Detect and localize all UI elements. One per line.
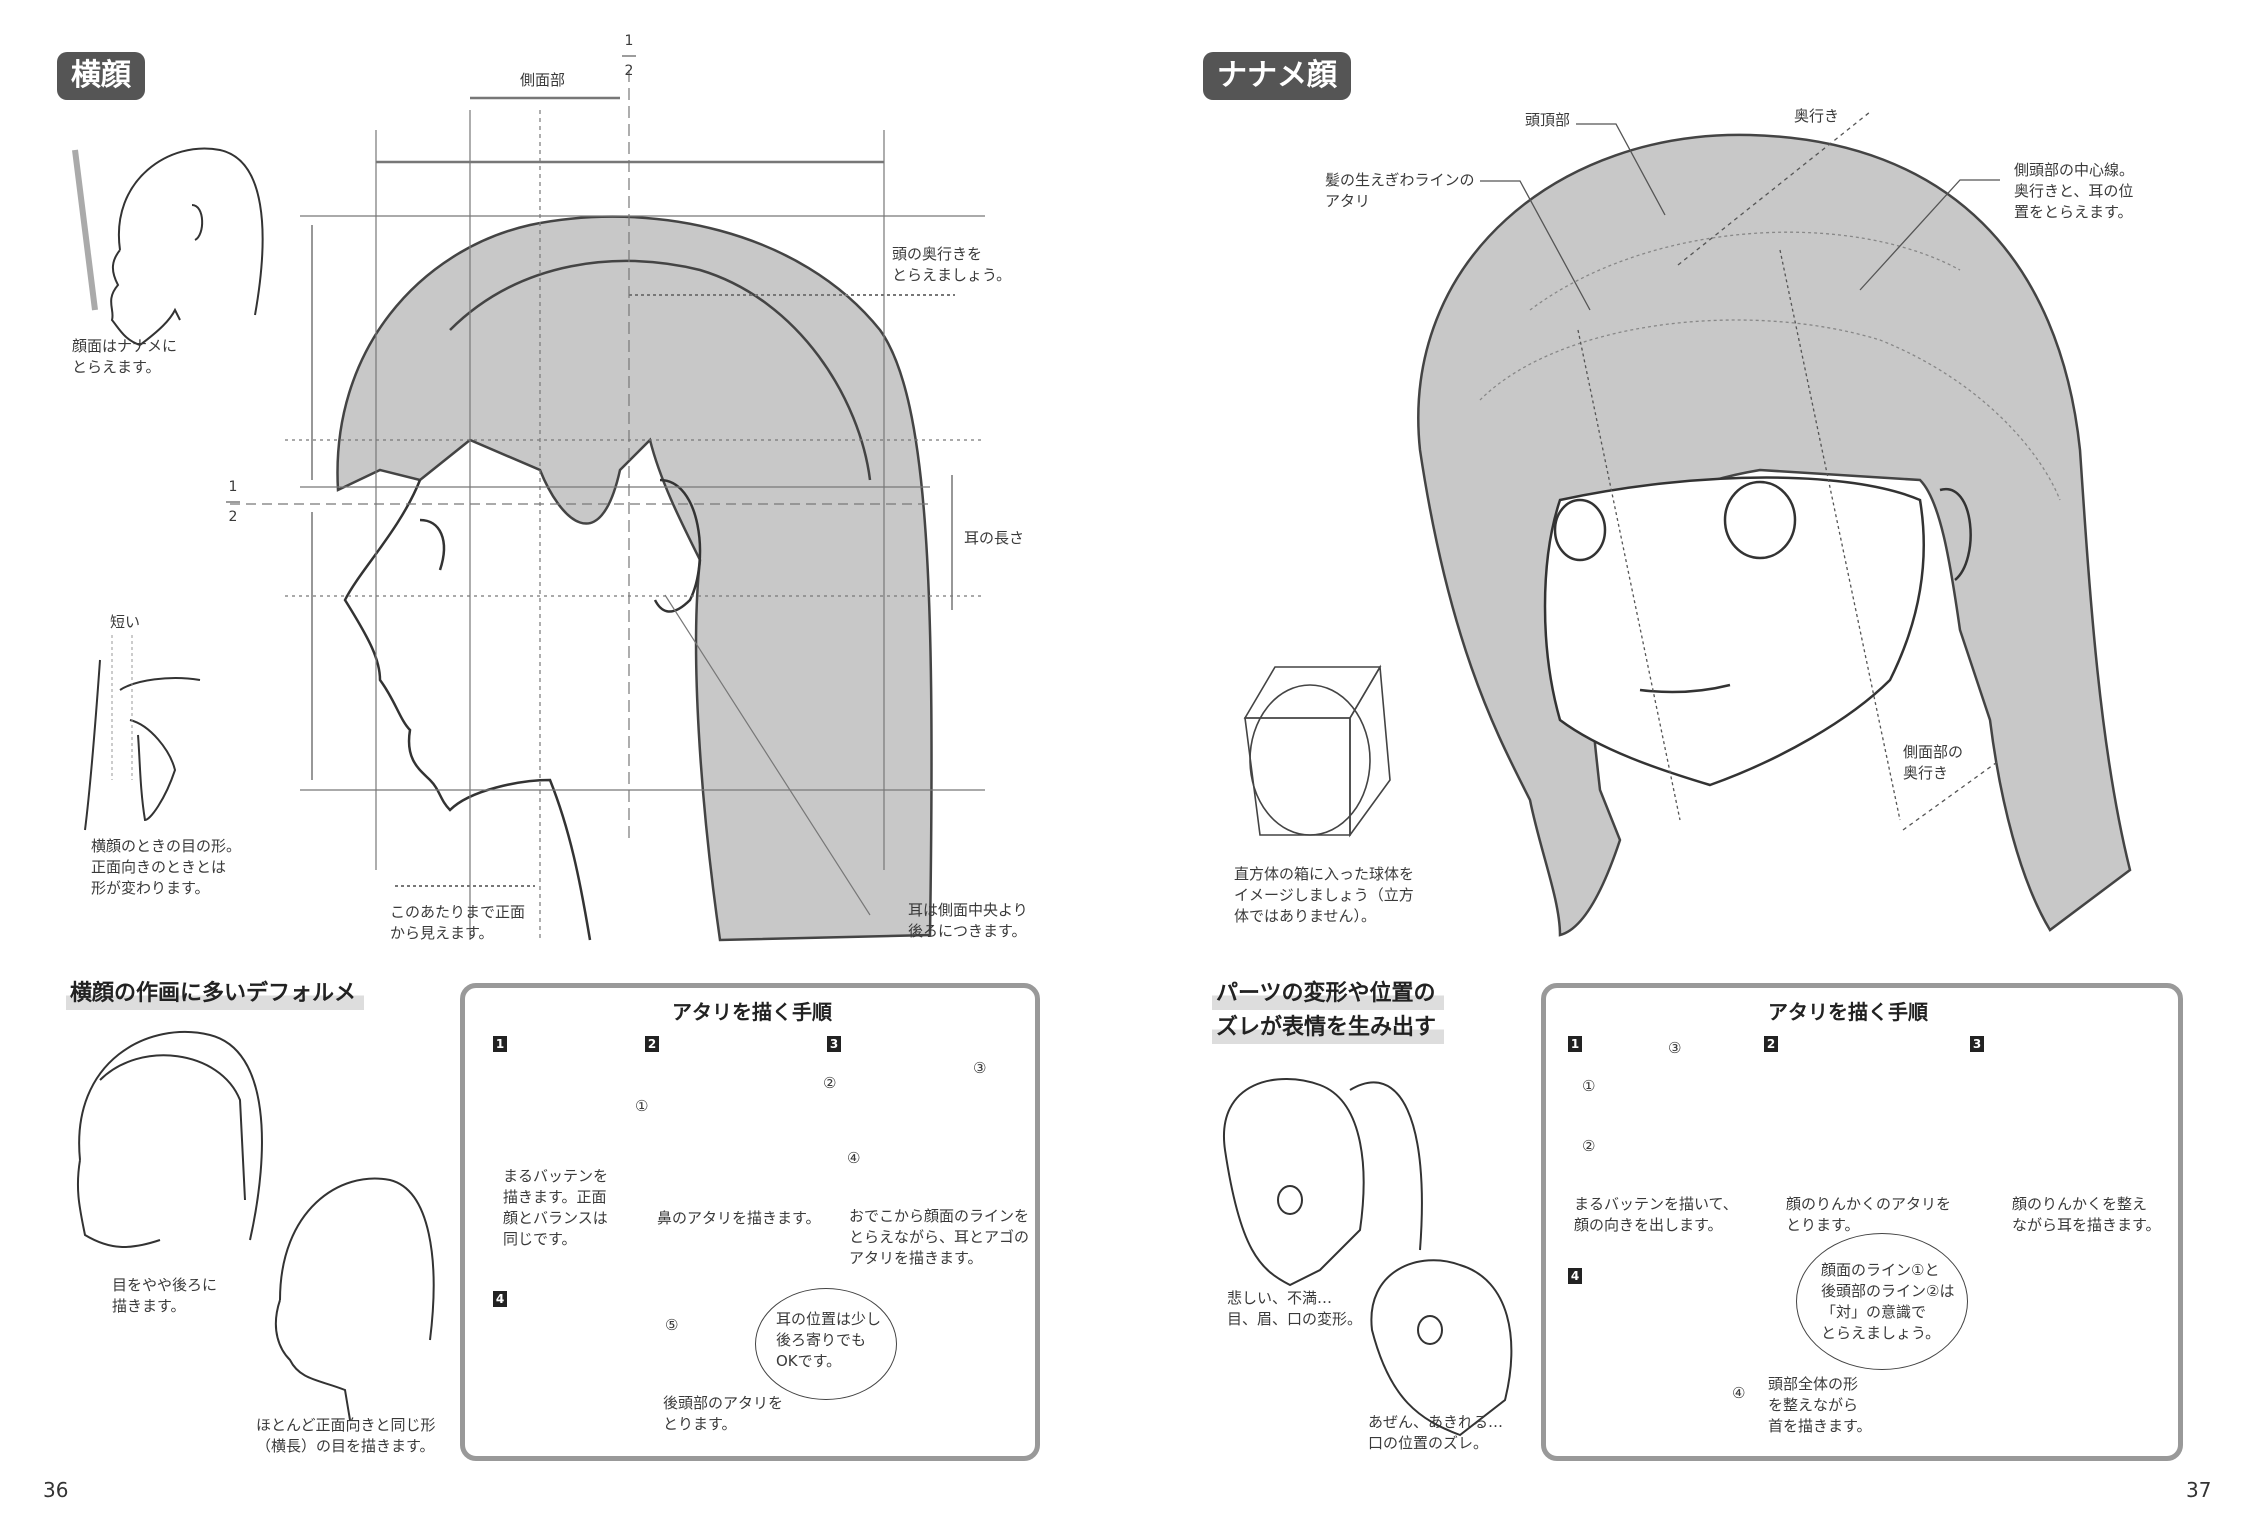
section-title-side-face: 横顔: [57, 52, 145, 100]
step-number: 3: [1970, 1036, 1984, 1052]
label-cube: 直方体の箱に入った球体を イメージしましょう（立方 体ではありません）。: [1234, 865, 1415, 925]
speech-bubble-text: 耳の位置は少し 後ろ寄りでも OKです。: [776, 1310, 882, 1370]
label-face-diagonal: 顔面はナナメに とらえます。: [72, 337, 178, 376]
mark-5: ⑤: [665, 1316, 679, 1334]
step-2-text: 鼻のアタリを描きます。: [657, 1209, 821, 1227]
deform-head-sketches: [76, 1030, 435, 1421]
label-depth: 奥行き: [1794, 107, 1840, 125]
label-half-left: 1 ― 2: [226, 479, 240, 525]
speech-bubble: 耳の位置は少し 後ろ寄りでも OKです。: [755, 1288, 897, 1400]
mark-3: ③: [973, 1059, 987, 1077]
step-number: 1: [493, 1036, 507, 1052]
step-4-text: 後頭部のアタリを とります。: [663, 1394, 784, 1433]
expression-heading-1: パーツの変形や位置の: [1212, 978, 1444, 1010]
profile-hair: [336, 215, 933, 942]
step-number: 2: [1764, 1036, 1778, 1052]
step-number: 4: [1568, 1268, 1582, 1284]
oblique-guides: [1480, 111, 2001, 831]
right-steps-title: アタリを描く手順: [1768, 1000, 1928, 1024]
mark-3: ③: [1668, 1039, 1682, 1057]
label-eye-shape: 横顔のときの目の形。 正面向きのときとは 形が変わります。: [91, 837, 242, 897]
label-half-top: 1 ― 2: [622, 33, 636, 79]
mark-4: ④: [1732, 1384, 1746, 1402]
step-4-text: 頭部全体の形 を整えながら 首を描きます。: [1768, 1375, 1872, 1435]
expression-caption-1: 悲しい、不満… 目、眉、口の変形。: [1227, 1289, 1363, 1328]
step-number: 2: [645, 1036, 659, 1052]
step-1-text: まるバッテンを 描きます。正面 顔とバランスは 同じです。: [503, 1167, 609, 1248]
cube-sphere-sketch: [1243, 664, 1391, 838]
mark-1: ①: [635, 1097, 649, 1115]
profile-face: [343, 478, 702, 941]
mark-4: ④: [847, 1149, 861, 1167]
mark-1: ①: [1582, 1077, 1596, 1095]
page-number-left: 36: [43, 1478, 69, 1502]
mark-2: ②: [1582, 1137, 1596, 1155]
step-number: 1: [1568, 1036, 1582, 1052]
right-steps-box: アタリを描く手順 1 2 3 4 まるバッテンを描いて、 顔の向きを出します。 …: [1541, 983, 2183, 1461]
profile-guides: [230, 70, 985, 940]
label-front-visible: このあたりまで正面 から見えます。: [390, 903, 526, 942]
deform-caption-2: ほとんど正面向きと同じ形 （横長）の目を描きます。: [256, 1416, 436, 1455]
section-title-oblique-face: ナナメ顔: [1203, 52, 1351, 100]
step-2-text: 顔のりんかくのアタリを とります。: [1786, 1195, 1952, 1234]
speech-bubble-text: 顔面のライン①と 後頭部のライン②は 「対」の意識で とらえましょう。: [1821, 1261, 1955, 1342]
oblique-hair: [1417, 133, 2132, 937]
side-eye-sketch: [84, 635, 201, 831]
expression-face-sketches: [1222, 1078, 1513, 1437]
page-number-right: 37: [2186, 1478, 2212, 1502]
label-side-depth: 側面部の 奥行き: [1903, 743, 1964, 782]
label-side-center: 側頭部の中心線。 奥行きと、耳の位 置をとらえます。: [2014, 161, 2135, 221]
left-steps-box: アタリを描く手順 1 2 3 4 まるバッテンを 描きます。正面 顔とバランスは…: [460, 983, 1040, 1461]
face-plane-line: [72, 149, 98, 311]
speech-bubble: 顔面のライン①と 後頭部のライン②は 「対」の意識で とらえましょう。: [1796, 1233, 1968, 1370]
step-3-text: 顔のりんかくを整え ながら耳を描きます。: [2012, 1195, 2161, 1234]
expression-heading-2: ズレが表情を生み出す: [1212, 1012, 1445, 1044]
label-ear-position: 耳は側面中央より 後ろにつきます。: [908, 901, 1028, 940]
deform-caption-1: 目をやや後ろに 描きます。: [112, 1276, 218, 1315]
bald-head-sketch: [110, 147, 264, 347]
label-head-depth: 頭の奥行きを とらえましょう。: [892, 245, 1012, 284]
label-short: 短い: [110, 613, 141, 631]
oblique-face: [1543, 476, 1972, 787]
label-crown: 頭頂部: [1525, 111, 1571, 129]
step-number: 3: [827, 1036, 841, 1052]
step-1-text: まるバッテンを描いて、 顔の向きを出します。: [1574, 1195, 1738, 1234]
left-steps-title: アタリを描く手順: [672, 1000, 832, 1024]
label-side-part: 側面部: [520, 71, 566, 89]
step-number: 4: [493, 1291, 507, 1307]
mark-2: ②: [823, 1074, 837, 1092]
label-ear-length: 耳の長さ: [964, 529, 1025, 547]
label-hairline: 髪の生えぎわラインの アタリ: [1325, 171, 1475, 210]
expression-caption-2: あぜん、あきれる… 口の位置のズレ。: [1368, 1413, 1504, 1452]
deform-heading: 横顔の作画に多いデフォルメ: [66, 978, 365, 1010]
step-3-text: おでこから顔面のラインを とらえながら、耳とアゴの アタリを描きます。: [849, 1207, 1030, 1267]
